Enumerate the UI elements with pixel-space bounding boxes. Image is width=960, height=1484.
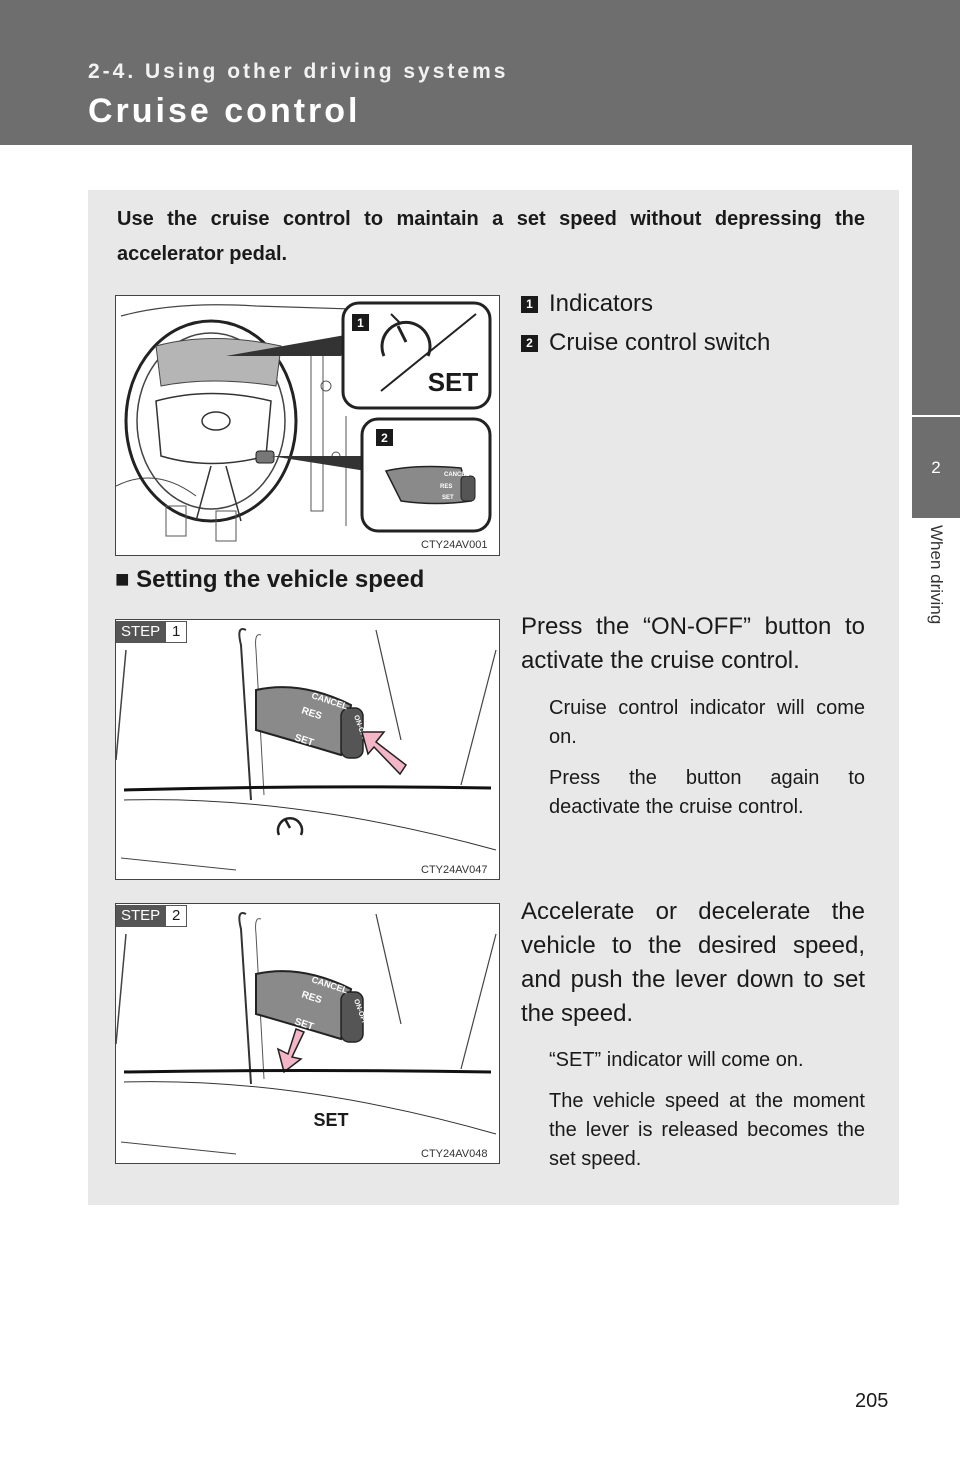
step-1-number: 1 — [165, 621, 188, 643]
step-2-number: 2 — [165, 905, 188, 927]
chapter-label: When driving — [927, 525, 946, 625]
chapter-label-tab: When driving — [912, 525, 960, 685]
legend-label-2: Cruise control switch — [549, 329, 771, 356]
indicator-set-label: SET — [428, 367, 479, 397]
step-2-note-2: The vehicle speed at the moment the leve… — [549, 1090, 865, 1170]
legend-item-2: 2 Cruise control switch — [521, 329, 770, 357]
step-1-badge: STEP 1 — [116, 621, 188, 643]
section-title: 2-4. Using other driving systems — [88, 60, 509, 83]
step-1-note-1: Cruise control indicator will come on. — [549, 697, 865, 748]
section-heading: ■ Setting the vehicle speed — [115, 566, 425, 593]
callout-2-number: 2 — [381, 431, 388, 445]
callout-1-number: 1 — [357, 316, 364, 330]
step-1-word: STEP — [116, 621, 166, 643]
mini-lever-set: SET — [442, 495, 454, 501]
intro-text: Use the cruise control to maintain a set… — [117, 208, 865, 265]
page-number: 205 — [855, 1390, 889, 1412]
figure-step-2-code: CTY24AV048 — [421, 1148, 487, 1160]
mini-lever-res: RES — [440, 484, 452, 490]
page-header: 2-4. Using other driving systems Cruise … — [0, 0, 960, 145]
figure-step-2: CANCEL RES SET ON-OFF SET CTY24AV048 — [115, 903, 500, 1164]
mini-lever-cancel: CANCEL — [444, 472, 469, 478]
step-2-text: Accelerate or decelerate the vehicle to … — [521, 898, 865, 1027]
legend-item-1: 1 Indicators — [521, 290, 653, 318]
legend-badge-2: 2 — [521, 334, 538, 352]
step-2-set-indicator: SET — [313, 1110, 348, 1130]
side-tab-bar — [912, 145, 960, 415]
figure-step-1: CANCEL RES SET ON-OFF CTY24AV047 — [115, 619, 500, 880]
figure-code: CTY24AV001 — [421, 539, 487, 551]
page-title: Cruise control — [88, 92, 361, 130]
step-2-word: STEP — [116, 905, 166, 927]
step-1-text: Press the “ON-OFF” button to activate th… — [521, 613, 865, 674]
chapter-number-tab: 2 — [912, 417, 960, 518]
step-2-badge: STEP 2 — [116, 905, 188, 927]
step-1-note-2: Press the button again to deactivate the… — [549, 767, 865, 818]
figure-step-1-code: CTY24AV047 — [421, 864, 487, 876]
legend-badge-1: 1 — [521, 295, 538, 313]
step-2-note-1: “SET” indicator will come on. — [549, 1049, 804, 1071]
figure-steering-wheel: 1 SET 2 CANCEL RES SET CTY24AV001 — [115, 295, 500, 556]
legend-label-1: Indicators — [549, 290, 654, 317]
